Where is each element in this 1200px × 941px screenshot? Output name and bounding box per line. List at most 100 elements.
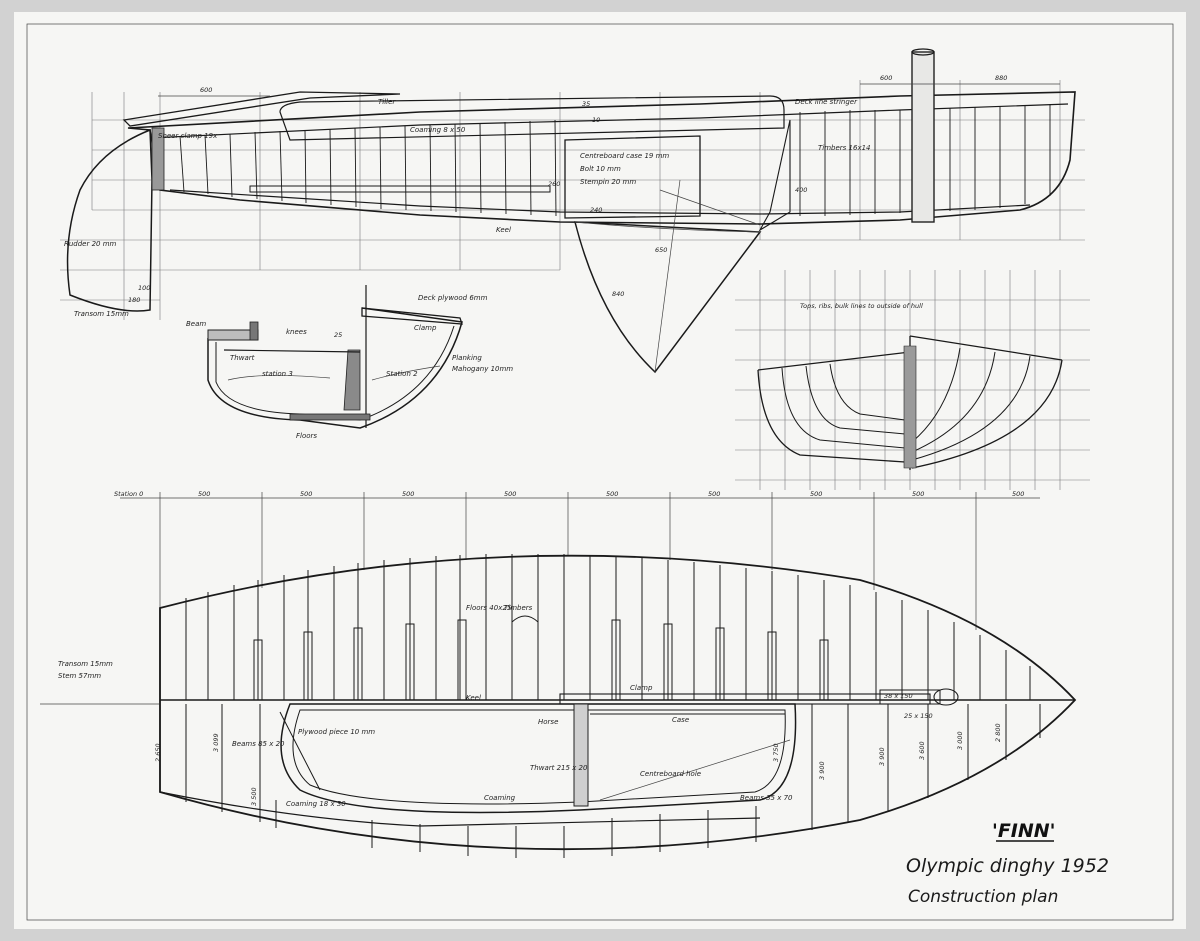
half-breadth-9: 2 800 — [994, 723, 1002, 742]
body-section-fwd-4 — [911, 347, 961, 443]
label-stempin: Stempin 20 mm — [580, 178, 636, 186]
label-knees: knees — [286, 328, 307, 336]
label-horse: Horse — [538, 718, 558, 726]
dim-260: 260 — [548, 180, 560, 188]
dim-880: 880 — [995, 74, 1007, 82]
coaming-profile — [279, 95, 785, 141]
profile-view: 600 600 880 35 10 260 240 650 840 400 10… — [60, 48, 1085, 374]
label-bolt: Bolt 10 mm — [580, 165, 621, 173]
label-station2: Station 2 — [386, 370, 418, 378]
plan-timbers-detail — [511, 615, 539, 690]
label-sheer-clamp: Sheer clamp 19x — [158, 132, 218, 140]
plan-centreboard-hole-line — [599, 739, 791, 801]
half-breadth-5: 3 900 — [818, 761, 826, 780]
label-planking: Planking — [452, 354, 482, 362]
half-breadth-4: 3 750 — [772, 743, 780, 762]
section-hull-outline — [207, 307, 463, 429]
station-spacing-6: 500 — [708, 490, 720, 498]
plan-plywood-brace — [279, 711, 321, 791]
label-timbers-profile: Timbers 16x14 — [818, 144, 871, 152]
body-section-aft-3 — [805, 365, 906, 435]
body-section-aft-2 — [781, 367, 906, 449]
body-plan-view: Tops, ribs, bulk lines to outside of hul… — [735, 270, 1090, 490]
label-deck-line: Deck line stringer — [795, 98, 858, 106]
dim-35: 35 — [582, 100, 590, 108]
hull-profile-outline — [127, 91, 1076, 225]
body-plan-sheer — [757, 335, 1063, 371]
profile-timbers — [179, 104, 1051, 217]
label-coaming: Coaming 8 x 50 — [410, 126, 466, 134]
dim-240: 240 — [590, 206, 602, 214]
half-breadth-8: 3 000 — [956, 731, 964, 750]
section-station2-line — [371, 365, 441, 381]
label-transom-plan: Transom 15mm — [58, 660, 113, 668]
dim-600a: 600 — [200, 86, 212, 94]
half-breadth-1: 2 650 — [154, 743, 162, 762]
dim-840: 840 — [612, 290, 624, 298]
label-deck-plywood: Deck plywood 6mm — [418, 294, 488, 302]
label-rudder: Rudder 20 mm — [64, 240, 117, 248]
half-breadth-6: 3 900 — [878, 747, 886, 766]
station-spacing-2: 500 — [300, 490, 312, 498]
station-spacing-1: 500 — [198, 490, 210, 498]
label-mast-step-b: 25 x 150 — [904, 712, 933, 720]
dim-650: 650 — [655, 246, 667, 254]
label-mast-step-a: 38 x 150 — [884, 692, 913, 700]
plan-sheer-lower — [159, 791, 761, 827]
label-centreboard-case: Centreboard case 19 mm — [580, 152, 669, 160]
dim-600b: 600 — [880, 74, 892, 82]
brand-name: 'FINN' — [992, 820, 1056, 842]
body-section-fwd-2 — [911, 355, 1031, 461]
label-tiller: Tiller — [378, 98, 396, 106]
section-knee — [249, 321, 259, 341]
body-plan-keel-strip — [903, 345, 917, 469]
label-mahogany: Mahogany 10mm — [452, 365, 513, 373]
body-section-fwd-3 — [911, 351, 996, 453]
half-breadth-7: 3 600 — [918, 741, 926, 760]
label-plywood-piece: Plywood piece 10 mm — [298, 728, 375, 736]
half-breadth-3: 3 500 — [250, 787, 258, 806]
body-section-aft-1 — [757, 369, 906, 463]
station-spacing-7: 500 — [810, 490, 822, 498]
dim-100: 100 — [138, 284, 150, 292]
label-beam: Beam — [186, 320, 206, 328]
station-start-label: Station 0 — [114, 490, 143, 498]
label-clamp-section: Clamp — [414, 324, 437, 332]
paper-border — [26, 23, 1174, 921]
label-coaming-left: Coaming 18 x 30 — [286, 800, 346, 808]
label-keel-plan: Keel — [466, 694, 481, 702]
plan-cockpit-coaming — [280, 703, 797, 814]
drawing-subtitle: Construction plan — [908, 887, 1058, 907]
label-clamp-plan: Clamp — [630, 684, 653, 692]
plan-cockpit-inner — [292, 709, 786, 805]
mast-top — [911, 48, 935, 56]
body-section-aft-4 — [829, 363, 906, 421]
stem-post-brace — [758, 119, 791, 232]
label-stem-plan: Stem 57mm — [58, 672, 101, 680]
label-thwart-section: Thwart — [230, 354, 255, 362]
station-spacing-9: 500 — [1012, 490, 1024, 498]
label-centreboard-hole: Centreboard hole — [640, 770, 701, 778]
station-ticks — [159, 492, 977, 630]
centreboard-case — [564, 135, 701, 219]
station-spacing-5: 500 — [606, 490, 618, 498]
rudder — [66, 128, 153, 312]
label-beams-left: Beams 85 x 20 — [232, 740, 285, 748]
plan-floors — [253, 619, 829, 701]
station-spacing-8: 500 — [912, 490, 924, 498]
label-coaming-mid: Coaming — [484, 794, 516, 802]
plan-frames-upper — [185, 554, 1031, 700]
dim-25: 25 — [334, 331, 342, 339]
label-transom-profile: Transom 15mm — [74, 310, 129, 318]
section-case-timber — [343, 349, 361, 411]
label-case-plan: Case — [672, 716, 689, 724]
transom-block — [151, 127, 165, 191]
drawing-title: Olympic dinghy 1952 — [906, 855, 1109, 877]
label-thwart-plan: Thwart 215 x 20 — [530, 764, 588, 772]
plan-thwart — [573, 703, 589, 807]
label-floors-plan: Floors 40x25 — [466, 604, 512, 612]
section-floor — [289, 413, 371, 421]
half-breadth-2: 3 099 — [212, 733, 220, 752]
station-spacing-4: 500 — [504, 490, 516, 498]
